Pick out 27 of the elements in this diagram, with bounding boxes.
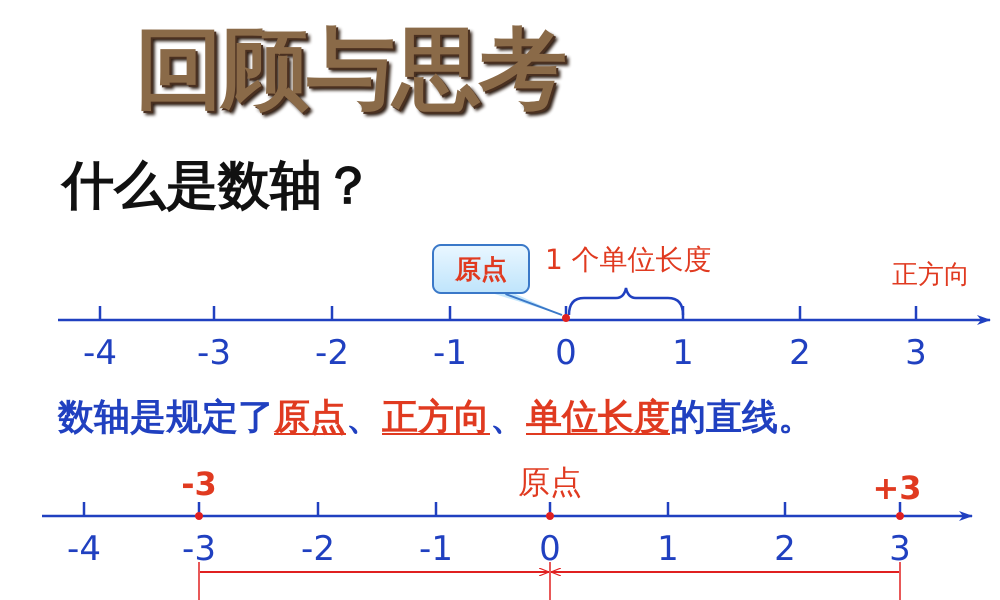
callout-box: 原点 [432, 244, 530, 294]
origin-label: 原点 [518, 466, 582, 498]
definition-sentence: 数轴是规定了原点、正方向、单位长度的直线。 [58, 400, 814, 436]
tick-label: -1 [433, 336, 467, 370]
tick-label: 2 [774, 532, 796, 566]
point-label: +3 [872, 472, 922, 504]
tick-label: -3 [197, 336, 231, 370]
tick-label: -1 [419, 532, 453, 566]
tick-label: 0 [555, 336, 577, 370]
tick-label: 1 [657, 532, 679, 566]
tick-label: -4 [83, 336, 117, 370]
direction-label: 正方向 [892, 262, 970, 288]
origin-point [562, 314, 570, 322]
tick-label: 3 [889, 532, 911, 566]
question: 什么是数轴？ [62, 160, 374, 212]
tick-label: 3 [905, 336, 927, 370]
tick-label: -2 [301, 532, 335, 566]
tick-label: -2 [315, 336, 349, 370]
leader-line [505, 293, 562, 316]
tick-label: 0 [539, 532, 561, 566]
point-label: -3 [181, 468, 217, 500]
title: 回顾与思考 [135, 24, 565, 112]
tick-label: -3 [182, 532, 216, 566]
tick-label: 1 [672, 336, 694, 370]
tick-label: 2 [789, 336, 811, 370]
unit-length-label: 1 个单位长度 [545, 246, 712, 274]
tick-label: -4 [67, 532, 101, 566]
